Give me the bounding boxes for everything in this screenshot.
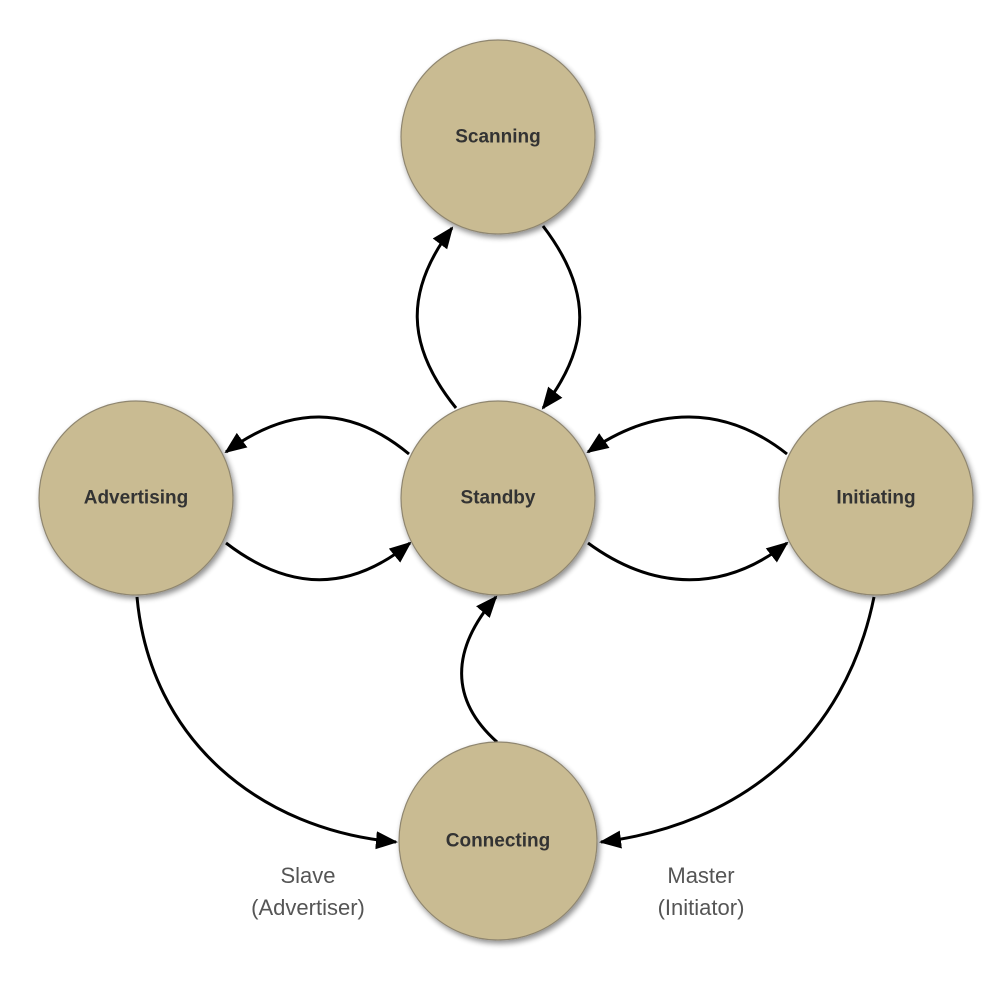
node-connecting-circle — [398, 741, 598, 941]
node-connecting-label: Connecting — [446, 831, 551, 852]
edge-initiating-to-connecting — [599, 596, 876, 849]
edge-advertising-to-connecting — [135, 596, 398, 850]
node-advertising-circle — [38, 400, 234, 596]
node-initiating: Initiating — [778, 400, 974, 596]
node-scanning-label: Scanning — [455, 127, 541, 148]
edge-initiating-to-standby — [586, 415, 788, 456]
initiator-label: (Initiator) — [658, 895, 745, 920]
node-advertising-label: Advertising — [84, 488, 189, 509]
node-advertising: Advertising — [38, 400, 234, 596]
node-scanning: Scanning — [400, 39, 596, 235]
node-standby-circle — [400, 400, 596, 596]
master-label: Master — [667, 863, 734, 888]
edges — [135, 225, 876, 850]
advertiser-label: (Advertiser) — [251, 895, 365, 920]
slave-annotation: Slave (Advertiser) — [251, 863, 365, 920]
node-initiating-label: Initiating — [836, 488, 915, 509]
node-initiating-circle — [778, 400, 974, 596]
edge-standby-to-advertising — [224, 415, 410, 456]
node-scanning-circle — [400, 39, 596, 235]
slave-label: Slave — [280, 863, 335, 888]
node-standby: Standby — [400, 400, 596, 596]
edge-scanning-to-standby — [541, 225, 582, 410]
edge-connecting-to-standby — [460, 595, 499, 744]
edge-standby-to-scanning — [415, 226, 458, 409]
node-connecting: Connecting — [398, 741, 598, 941]
edge-standby-to-initiating — [587, 541, 789, 582]
edge-advertising-to-standby — [225, 541, 412, 582]
master-annotation: Master (Initiator) — [658, 863, 745, 920]
node-standby-label: Standby — [461, 488, 536, 509]
